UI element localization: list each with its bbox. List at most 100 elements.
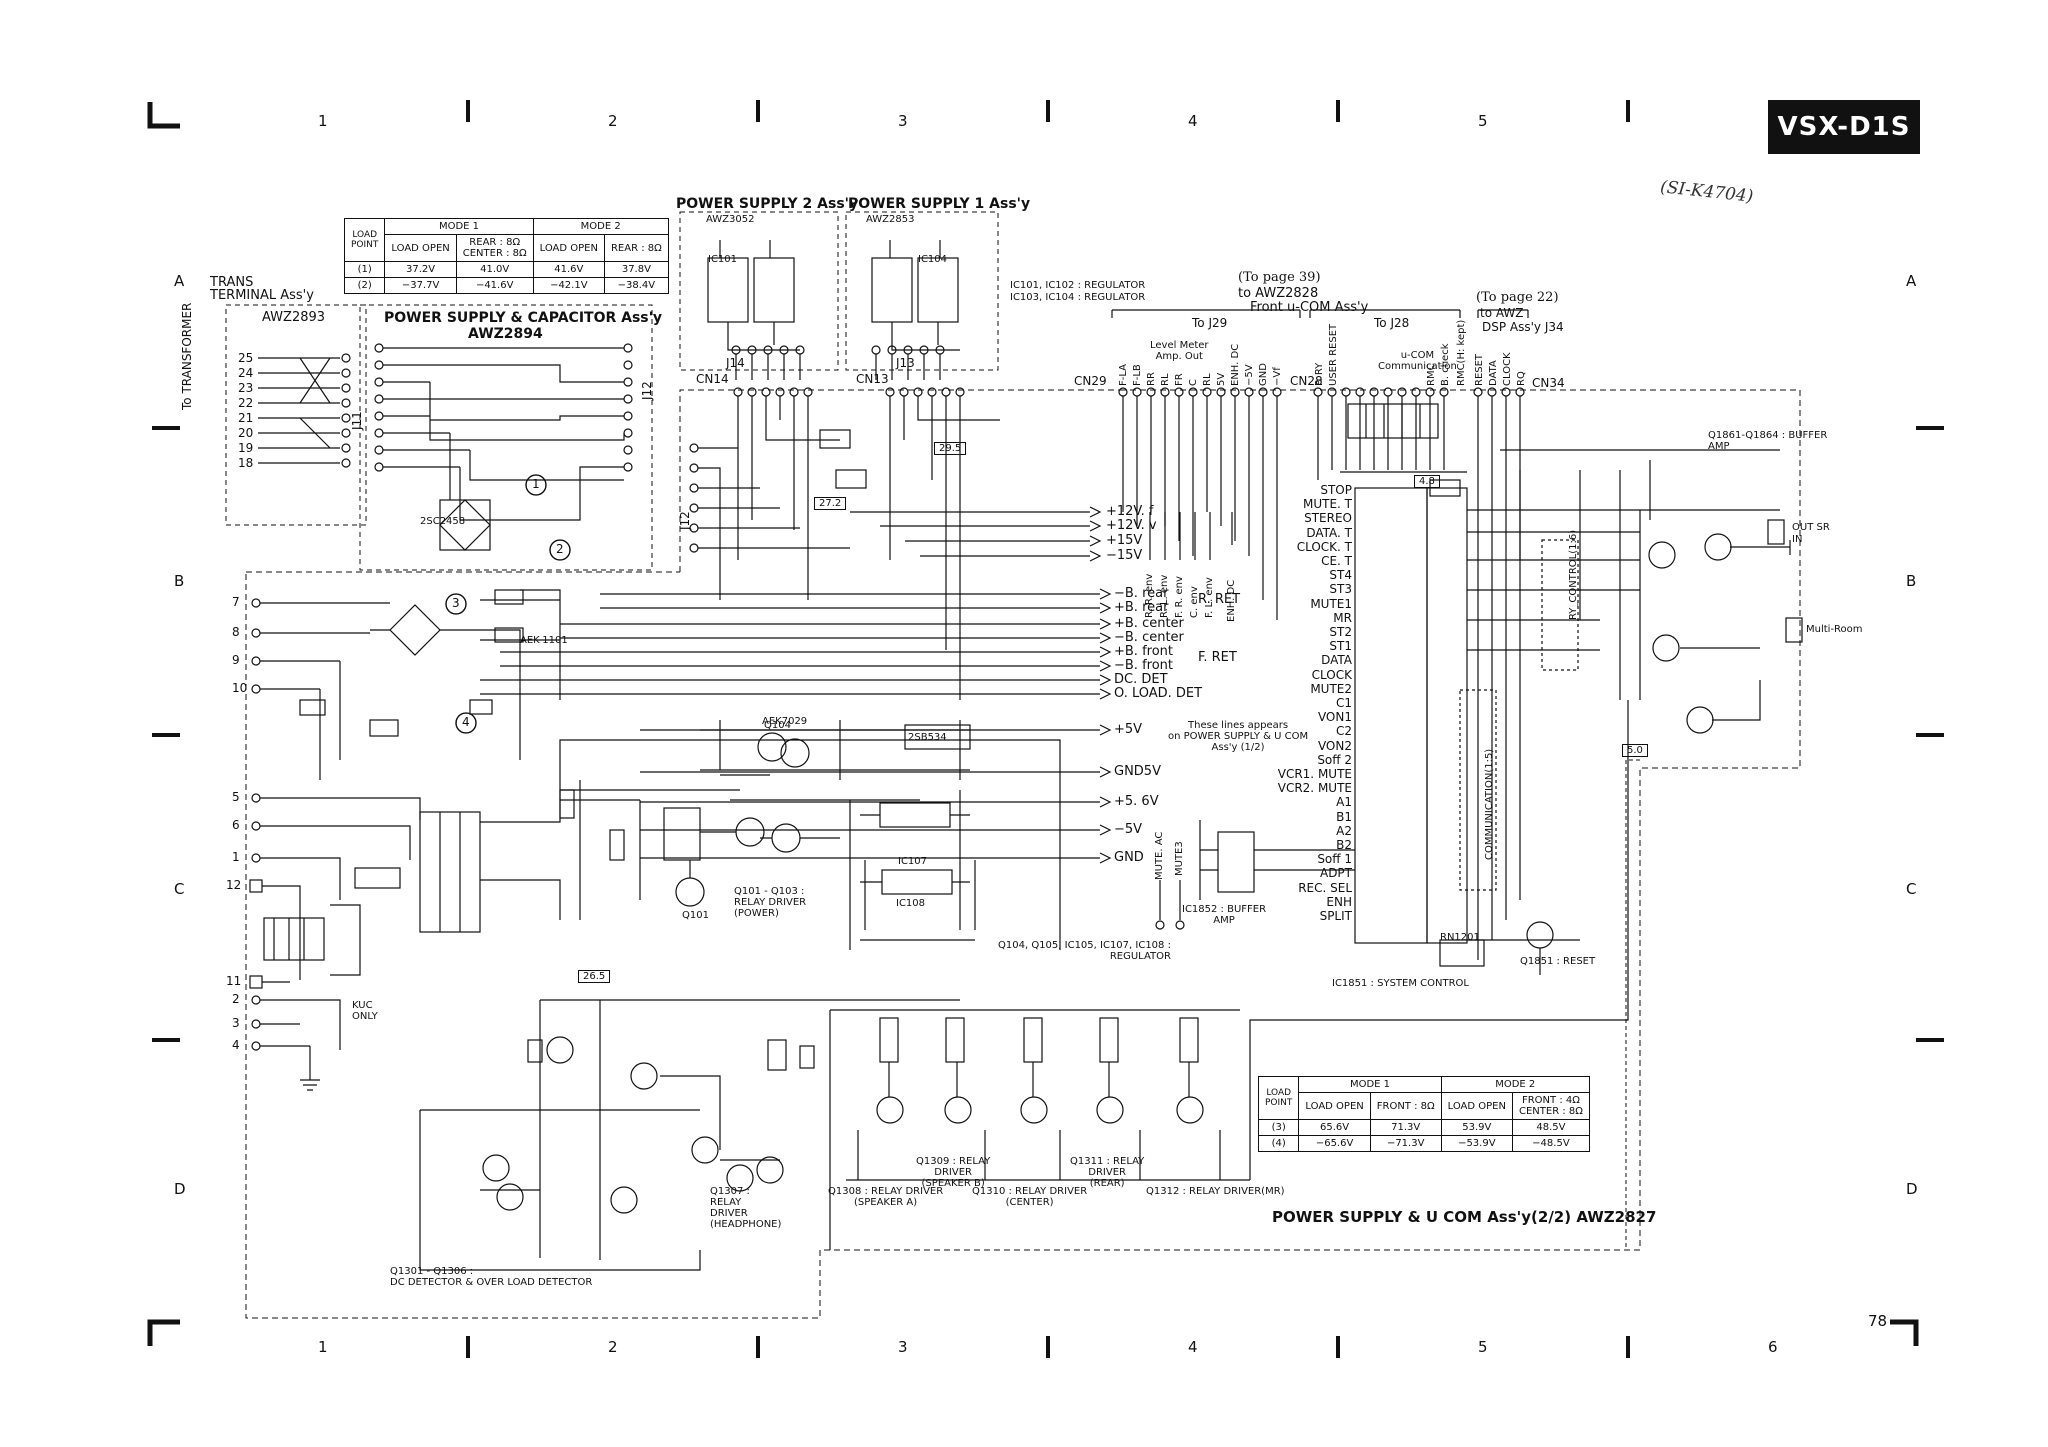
zone-col-1-bottom: 1: [318, 1338, 328, 1356]
subheader: REAR : 8Ω CENTER : 8Ω: [455, 234, 534, 262]
cn29-pin: F-LA: [1118, 363, 1129, 386]
tx-pin: 24: [238, 366, 254, 380]
ucom-comm: u-COM Communication: [1378, 350, 1457, 372]
ic1851-pin: A2: [1336, 823, 1352, 838]
cn29-pin: RL: [1160, 373, 1171, 386]
ic1851-pin: ST2: [1329, 625, 1352, 639]
to-awz: to AWZ: [1480, 306, 1524, 320]
cn28-pin: USER RESET: [1328, 323, 1339, 386]
cn28-pin: B. check: [1440, 343, 1451, 387]
to-transformer-label: To TRANSFORMER: [180, 302, 194, 410]
component-ref: RN1201: [1440, 932, 1480, 943]
cn29-pin: ENH. DC: [1230, 343, 1241, 386]
speaker-rail: O. LOAD. DET: [1114, 686, 1203, 701]
frame-tick: [1916, 1038, 1944, 1042]
frame-tick: [466, 1336, 470, 1358]
env-label: F. R. env: [1174, 576, 1185, 618]
value-cell: 37.2V: [384, 261, 457, 278]
frame-tick: [756, 100, 760, 122]
to-j29: To J29: [1192, 316, 1228, 330]
ic1851-pin: VON2: [1317, 738, 1352, 753]
awz3052-label: AWZ3052: [706, 214, 755, 225]
component-ref: 2SB534: [908, 732, 947, 743]
ic1851-pin: STEREO: [1304, 511, 1352, 526]
zone-row-c-right: C: [1906, 880, 1917, 898]
ic1851-pin: B1: [1336, 809, 1352, 824]
cn13-label: CN13: [856, 372, 889, 386]
speaker-rail: DC. DET: [1114, 672, 1168, 687]
component-ref: IC101: [708, 254, 738, 265]
value-cell: 41.6V: [532, 261, 605, 278]
component-ref: IC108: [896, 898, 926, 909]
ic1851-pin: MUTE1: [1310, 596, 1352, 611]
subheader: LOAD OPEN: [1298, 1092, 1371, 1120]
ic1851-pin: STOP: [1320, 483, 1352, 497]
component-ref: 2SC2458: [420, 516, 466, 527]
subheader: REAR : 8Ω: [603, 234, 669, 262]
left-pin: 4: [232, 1038, 240, 1052]
ic1851-pin: VCR2. MUTE: [1277, 781, 1352, 796]
mode1-header: MODE 1: [1298, 1076, 1442, 1093]
point-3-label: 3: [452, 596, 460, 610]
frame-tick: [1626, 100, 1630, 122]
ic1851-pin: VON1: [1317, 710, 1352, 725]
level-meter: Level Meter Amp. Out: [1150, 340, 1209, 362]
dsp-assy: DSP Ass'y J34: [1482, 320, 1564, 334]
point-cell: (4): [1257, 1135, 1300, 1152]
speaker-rail: −B. rear: [1114, 586, 1169, 601]
value-cell: −71.3V: [1369, 1135, 1442, 1152]
boxed-value: 4.8: [1414, 475, 1440, 488]
awz2894-label: AWZ2894: [468, 326, 543, 342]
ic1851-pin: VCR1. MUTE: [1277, 767, 1352, 781]
subheader: LOAD OPEN: [532, 234, 605, 262]
lower-rail: +5. 6V: [1114, 794, 1159, 809]
left-pin: 10: [232, 681, 248, 695]
value-cell: 37.8V: [603, 261, 669, 278]
value-cell: 41.0V: [455, 261, 534, 278]
ic1851-pin: Soff 2: [1317, 752, 1352, 767]
cn29-pin: F-LB: [1132, 364, 1143, 386]
j11-label: J11: [350, 411, 364, 430]
to-page22: (To page 22): [1476, 290, 1559, 305]
cn28-pin: RMC: [1426, 363, 1437, 386]
ic1851-label: IC1851 : SYSTEM CONTROL: [1332, 978, 1469, 989]
tx-pin: 21: [238, 411, 254, 425]
lower-rail: +5V: [1114, 722, 1143, 737]
frame-tick: [1046, 100, 1050, 122]
frame-tick: [466, 100, 470, 122]
left-pin: 6: [232, 818, 240, 832]
ic1851-pin: MUTE. T: [1302, 497, 1352, 512]
speaker-rail: +B. front: [1114, 644, 1174, 659]
component-ref: Q101: [682, 910, 709, 921]
point-2-label: 2: [556, 542, 564, 556]
communication-label: COMMUNICATION(1:5): [1484, 748, 1495, 860]
speaker-rail: +B. center: [1114, 616, 1184, 631]
tx-pin: 25: [238, 351, 254, 365]
lower-rail: GND5V: [1114, 764, 1161, 779]
mode2-header: MODE 2: [1440, 1076, 1590, 1093]
subheader: FRONT : 8Ω: [1369, 1092, 1442, 1120]
value-cell: 53.9V: [1440, 1119, 1513, 1136]
zone-row-b-right: B: [1906, 572, 1917, 590]
q1311-label: Q1311 : RELAY DRIVER (REAR): [1070, 1156, 1145, 1189]
zone-col-1-top: 1: [318, 112, 328, 130]
ic1851-pin: ST4: [1329, 568, 1352, 583]
cn28-pin: RMC(H: kept): [1456, 319, 1467, 386]
q1308-label: Q1308 : RELAY DRIVER (SPEAKER A): [828, 1186, 944, 1208]
ic1851-pin: MR: [1333, 610, 1352, 625]
ic1851-pin: MUTE2: [1310, 681, 1352, 696]
cn29-pin: −5V: [1244, 364, 1255, 386]
q1310-label: Q1310 : RELAY DRIVER (CENTER): [972, 1186, 1088, 1208]
zone-col-6-bottom: 6: [1768, 1338, 1778, 1356]
rail-label: +12V. f: [1106, 504, 1154, 519]
page-number: 78: [1868, 1312, 1888, 1330]
front-ucom: Front u-COM Ass'y: [1250, 300, 1369, 315]
cn29-pin: FR: [1174, 373, 1185, 386]
cn29-pin: −Vf: [1272, 367, 1283, 386]
tx-pin: 19: [238, 441, 254, 455]
frame-tick: [1626, 1336, 1630, 1358]
q1312-label: Q1312 : RELAY DRIVER(MR): [1146, 1186, 1285, 1197]
value-cell: −38.4V: [603, 277, 669, 294]
